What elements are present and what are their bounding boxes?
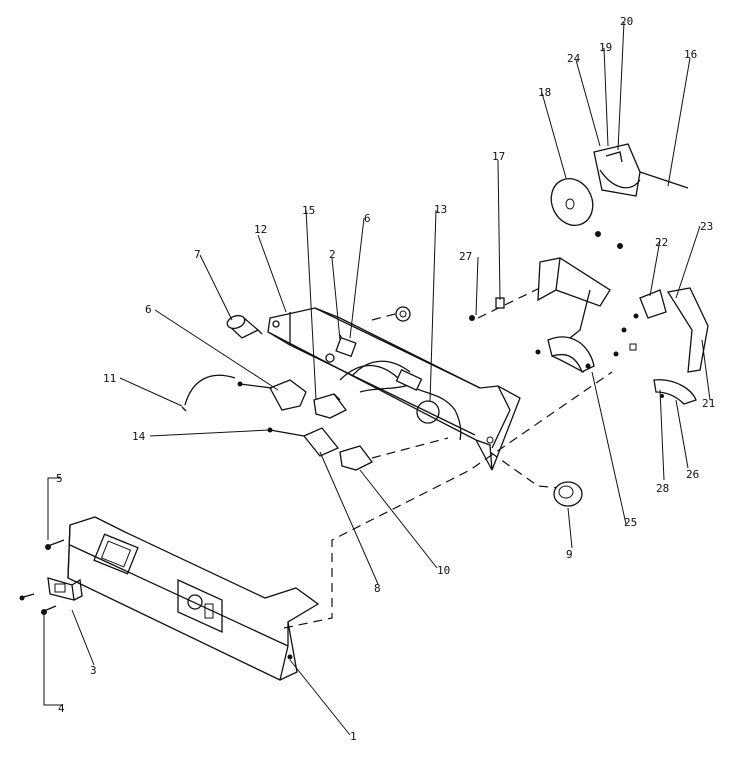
label-18: 18 bbox=[538, 86, 551, 99]
label-17: 17 bbox=[492, 150, 505, 163]
label-23: 23 bbox=[700, 220, 713, 233]
label-19: 19 bbox=[599, 41, 612, 54]
label-14: 14 bbox=[132, 430, 146, 443]
label-3: 3 bbox=[90, 664, 97, 677]
label-20: 20 bbox=[620, 15, 633, 28]
label-9: 9 bbox=[566, 548, 573, 561]
switch-8 bbox=[267, 427, 340, 457]
part-labels: 1 3 4 5 8 10 14 11 6 7 12 15 2 6 13 27 1… bbox=[56, 15, 715, 743]
main-bracket bbox=[267, 307, 521, 471]
label-6-left: 6 bbox=[145, 303, 152, 316]
label-16: 16 bbox=[684, 48, 697, 61]
label-2: 2 bbox=[329, 248, 336, 261]
label-12: 12 bbox=[254, 223, 267, 236]
knob-9 bbox=[553, 481, 583, 507]
panel-switch bbox=[47, 577, 83, 601]
label-21: 21 bbox=[702, 397, 715, 410]
label-11: 11 bbox=[103, 372, 116, 385]
label-7: 7 bbox=[194, 248, 201, 261]
label-22: 22 bbox=[655, 236, 668, 249]
screw-4 bbox=[19, 593, 57, 615]
label-26: 26 bbox=[686, 468, 699, 481]
label-6-top: 6 bbox=[364, 212, 371, 225]
curved-shield bbox=[535, 336, 595, 373]
wire-harness bbox=[335, 334, 462, 441]
wire-lead bbox=[181, 374, 236, 412]
label-28: 28 bbox=[656, 482, 669, 495]
knob-top bbox=[371, 306, 411, 322]
label-13: 13 bbox=[434, 203, 447, 216]
label-25: 25 bbox=[624, 516, 637, 529]
label-27: 27 bbox=[459, 250, 472, 263]
switch-10 bbox=[339, 445, 373, 471]
label-24: 24 bbox=[567, 52, 581, 65]
label-4: 4 bbox=[58, 702, 65, 715]
mount-bracket bbox=[469, 257, 611, 339]
timer-assembly bbox=[593, 143, 689, 249]
label-10: 10 bbox=[437, 564, 450, 577]
label-5: 5 bbox=[56, 472, 63, 485]
switch-6 bbox=[237, 379, 307, 411]
leader-lines bbox=[43, 21, 711, 736]
dial-wheel bbox=[550, 178, 594, 226]
switch-assembly-right bbox=[613, 287, 709, 373]
curved-shield-26 bbox=[653, 379, 697, 405]
switch-15 bbox=[313, 393, 347, 419]
label-1: 1 bbox=[350, 730, 357, 743]
label-8: 8 bbox=[374, 582, 381, 595]
screw-5 bbox=[45, 539, 65, 550]
assembly-lines bbox=[283, 283, 613, 629]
label-15: 15 bbox=[302, 204, 315, 217]
control-panel bbox=[67, 516, 320, 681]
